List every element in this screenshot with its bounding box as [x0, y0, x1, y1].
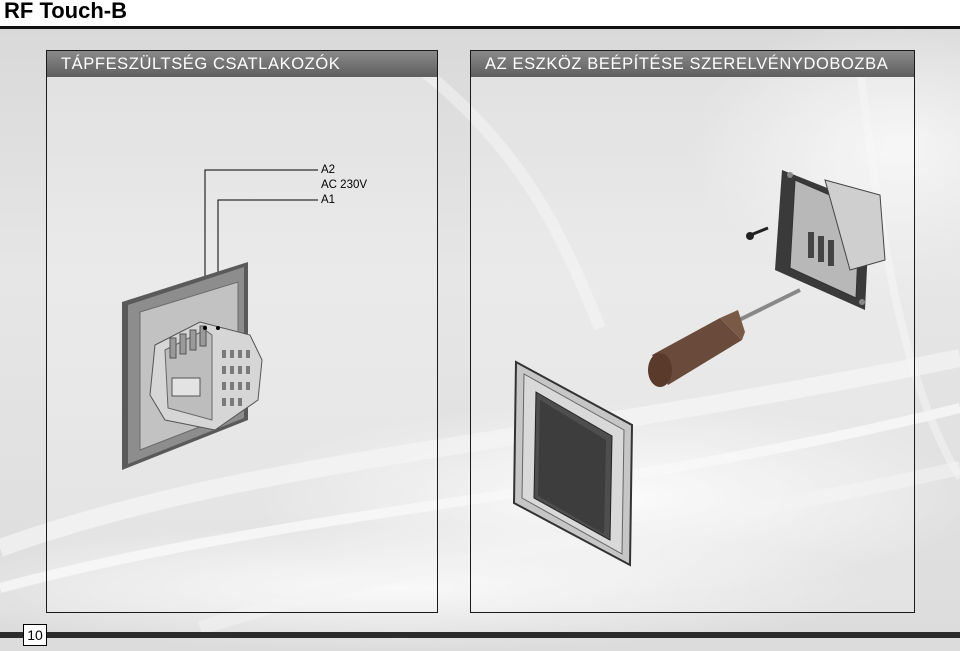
panel-header: AZ ESZKÖZ BEÉPÍTÉSE SZERELVÉNYDOBOZBA [471, 51, 914, 77]
wire-label-ac-230v: AC 230V [321, 179, 368, 191]
panel-heading: TÁPFESZÜLTSÉG CSATLAKOZÓK [61, 55, 341, 73]
panel-header: TÁPFESZÜLTSÉG CSATLAKOZÓK [47, 51, 437, 77]
document-title: RF Touch-B [4, 0, 128, 23]
footer-bar [46, 632, 960, 638]
wire-label-a2: A2 [321, 164, 336, 176]
mounting-frame [775, 170, 886, 310]
screwdriver [648, 288, 801, 387]
cover-plate [512, 360, 634, 567]
wire-label-a1: A1 [321, 194, 336, 206]
background-swoosh [0, 63, 960, 635]
page-number: 10 [23, 624, 47, 646]
panel-heading: AZ ESZKÖZ BEÉPÍTÉSE SZERELVÉNYDOBOZBA [485, 55, 889, 73]
panel-installation: AZ ESZKÖZ BEÉPÍTÉSE SZERELVÉNYDOBOZBA [470, 50, 915, 613]
title-rule [0, 26, 960, 29]
footer-bar [0, 632, 23, 638]
screw [746, 226, 769, 240]
